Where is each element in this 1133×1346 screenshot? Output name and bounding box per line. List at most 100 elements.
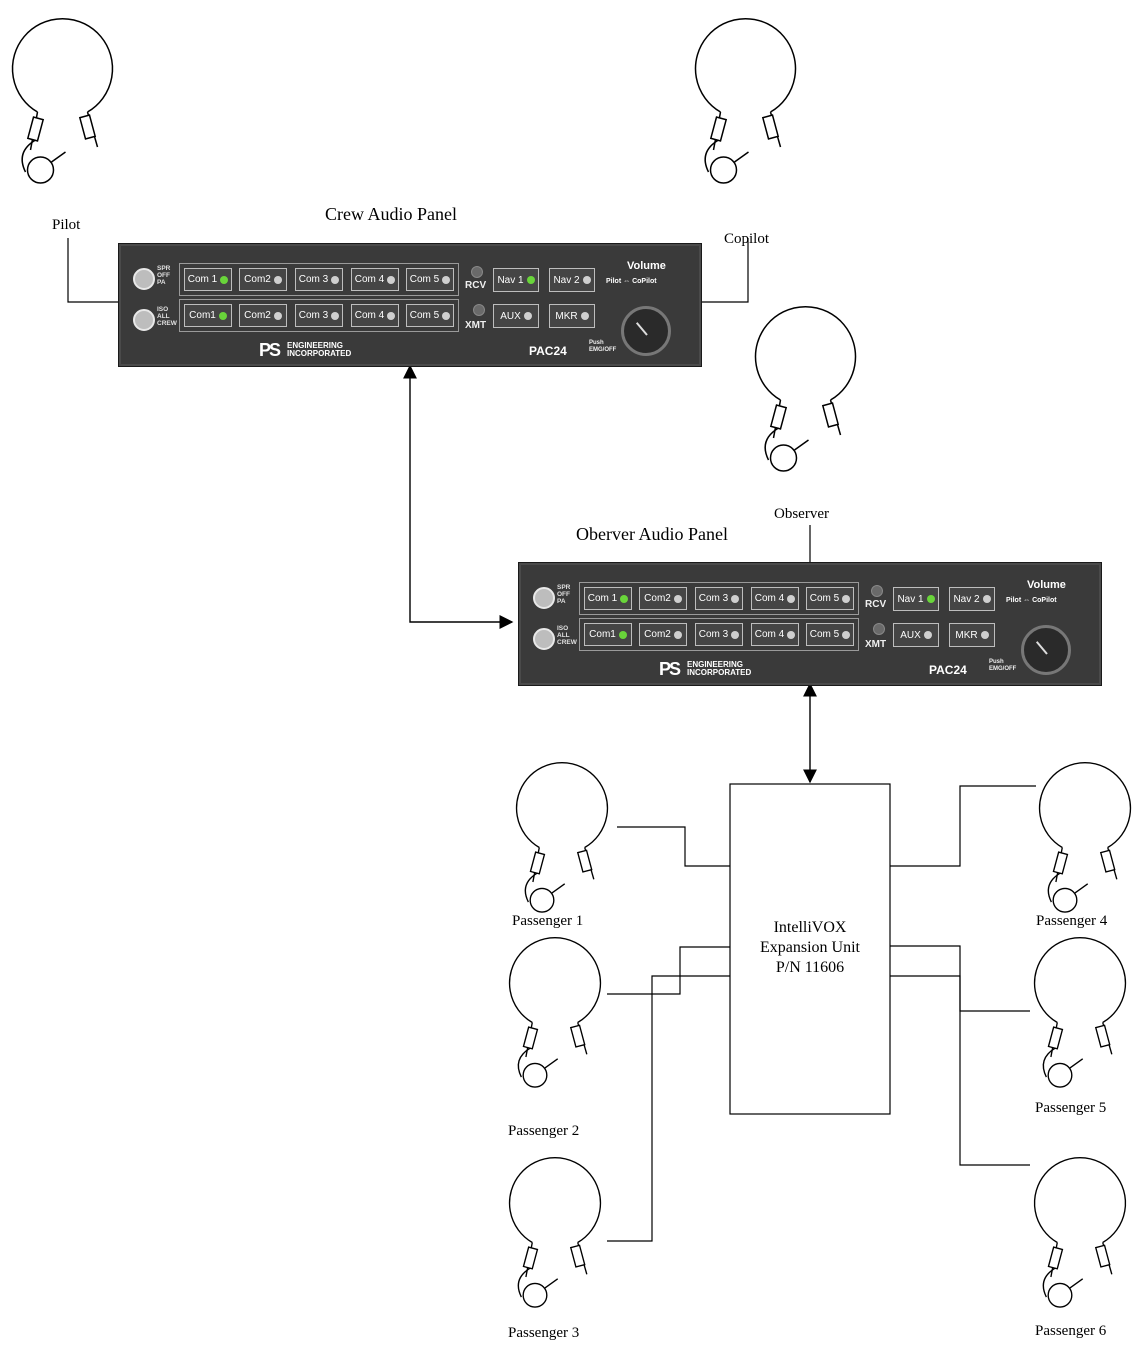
com1-rcv-button[interactable]: Com 1	[584, 587, 632, 610]
com5-rcv-button[interactable]: Com 5	[806, 587, 854, 610]
led-off-icon	[673, 594, 682, 603]
wiring	[67, 238, 1036, 1242]
crew-to-observer-arrow	[403, 364, 514, 629]
volume-knob[interactable]	[621, 306, 671, 356]
volume-label: Volume	[1027, 579, 1066, 591]
expansion-unit-box	[729, 783, 891, 1115]
receive-com-group: Com 1 Com2 Com 3 Com 4 Com 5	[579, 582, 859, 615]
copilot-label: Copilot	[724, 231, 770, 247]
nav1-button[interactable]: Nav 1	[493, 268, 539, 292]
speaker-switch-icon[interactable]	[533, 587, 555, 609]
copilot-wire	[700, 238, 749, 303]
mkr-button[interactable]: MKR	[949, 623, 995, 647]
com3-xmt-button[interactable]: Com 3	[695, 623, 743, 646]
observer-headset-icon	[754, 305, 857, 472]
passenger-4-wire	[890, 785, 1036, 867]
led-off-icon	[442, 311, 451, 320]
com2-rcv-button[interactable]: Com2	[639, 587, 687, 610]
com4-rcv-button[interactable]: Com 4	[751, 587, 799, 610]
com2-rcv-button[interactable]: Com2	[239, 268, 287, 291]
passenger-3-label: Passenger 3	[508, 1325, 580, 1341]
com4-xmt-button[interactable]: Com 4	[751, 623, 799, 646]
crew-panel-title: Crew Audio Panel	[325, 204, 457, 224]
com2-xmt-button[interactable]: Com2	[639, 623, 687, 646]
passenger-3-headset-icon	[508, 1156, 602, 1308]
aux-button[interactable]: AUX	[493, 304, 539, 328]
model-label: PAC24	[529, 344, 567, 358]
com1-xmt-button[interactable]: Com1	[184, 304, 232, 327]
com3-xmt-button[interactable]: Com 3	[295, 304, 343, 327]
mkr-button[interactable]: MKR	[549, 304, 595, 328]
nav1-button[interactable]: Nav 1	[893, 587, 939, 611]
com4-xmt-button[interactable]: Com 4	[351, 304, 399, 327]
passenger-4-label: Passenger 4	[1036, 913, 1108, 929]
led-off-icon	[980, 631, 989, 639]
passenger-1-label: Passenger 1	[512, 913, 584, 929]
led-off-icon	[842, 630, 851, 639]
pilot-copilot-label: Pilot ⇔ CoPilot	[1006, 597, 1057, 604]
pilot-headset-icon	[11, 17, 114, 184]
led-off-icon	[582, 276, 591, 284]
com5-xmt-button[interactable]: Com 5	[406, 304, 454, 327]
com5-rcv-button[interactable]: Com 5	[406, 268, 454, 291]
speaker-switch-icon[interactable]	[133, 268, 155, 290]
led-on-icon	[926, 595, 935, 603]
led-off-icon	[673, 630, 682, 639]
led-off-icon	[731, 594, 740, 603]
com4-rcv-button[interactable]: Com 4	[351, 268, 399, 291]
nav2-button[interactable]: Nav 2	[949, 587, 995, 611]
passenger-3-wire	[607, 975, 730, 1242]
expansion-unit-name: IntelliVOX	[773, 919, 847, 936]
transmit-com-group: Com1 Com2 Com 3 Com 4 Com 5	[179, 299, 459, 332]
com3-rcv-button[interactable]: Com 3	[295, 268, 343, 291]
led-off-icon	[331, 275, 340, 284]
passenger-6-label: Passenger 6	[1035, 1323, 1107, 1339]
passenger-1-wire	[617, 826, 730, 867]
led-off-icon	[731, 630, 740, 639]
aux-button[interactable]: AUX	[893, 623, 939, 647]
volume-label: Volume	[627, 260, 666, 272]
led-off-icon	[842, 594, 851, 603]
xmt-led-icon	[473, 304, 485, 316]
led-off-icon	[387, 275, 396, 284]
passenger-5-headset-icon	[1033, 936, 1127, 1088]
copilot-headset-icon	[694, 17, 797, 184]
observer-panel-title: Oberver Audio Panel	[576, 524, 728, 544]
brand-logo: PS	[659, 659, 681, 679]
rcv-led-icon	[471, 266, 483, 278]
volume-knob[interactable]	[1021, 625, 1071, 675]
pilot-label: Pilot	[52, 217, 81, 233]
led-on-icon	[220, 275, 229, 284]
led-on-icon	[526, 276, 535, 284]
passenger-2-wire	[607, 946, 730, 995]
receive-com-group: Com 1 Com2 Com 3 Com 4 Com 5	[179, 263, 459, 296]
connection-arrows	[403, 364, 817, 784]
led-off-icon	[787, 594, 796, 603]
com1-xmt-button[interactable]: Com1	[584, 623, 632, 646]
passenger-4-headset-icon	[1038, 761, 1132, 913]
xmt-led-icon	[873, 623, 885, 635]
rcv-label: RCV	[465, 280, 487, 291]
led-on-icon	[218, 311, 227, 320]
com2-xmt-button[interactable]: Com2	[239, 304, 287, 327]
led-off-icon	[387, 311, 396, 320]
com3-rcv-button[interactable]: Com 3	[695, 587, 743, 610]
intercom-switch-icon[interactable]	[133, 309, 155, 331]
expansion-unit-part-number: P/N 11606	[775, 959, 845, 976]
rcv-label: RCV	[865, 599, 887, 610]
led-off-icon	[523, 312, 532, 320]
com5-xmt-button[interactable]: Com 5	[806, 623, 854, 646]
intercom-switch-icon[interactable]	[533, 628, 555, 650]
led-on-icon	[618, 630, 627, 639]
led-off-icon	[787, 630, 796, 639]
com1-rcv-button[interactable]: Com 1	[184, 268, 232, 291]
pilot-wire	[67, 238, 118, 303]
model-label: PAC24	[929, 663, 967, 677]
nav2-button[interactable]: Nav 2	[549, 268, 595, 292]
